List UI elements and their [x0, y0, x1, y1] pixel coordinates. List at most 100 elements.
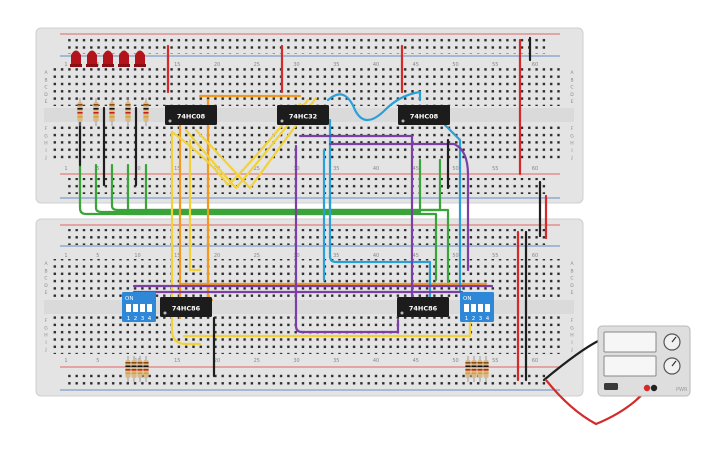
- column-number: 20: [214, 358, 220, 364]
- column-number: 40: [373, 166, 379, 172]
- row-letter: D: [570, 283, 574, 289]
- resistor[interactable]: [483, 356, 489, 382]
- dip-left-pos-2: 2: [134, 316, 138, 322]
- resistor[interactable]: [137, 356, 143, 382]
- dip-left-on-label: ON: [125, 296, 133, 302]
- row-letter: J: [570, 347, 572, 353]
- row-letter: D: [570, 92, 574, 98]
- resistor[interactable]: [109, 98, 115, 126]
- dip-switch-left[interactable]: ON 1 2 3 4: [122, 292, 156, 322]
- chip-bottom-right[interactable]: 74HC86: [397, 297, 449, 317]
- row-letter: B: [570, 268, 573, 274]
- pulldown-resistors-right: [465, 356, 489, 382]
- red-wire-7: [544, 378, 650, 426]
- dip-right-pos-3: 3: [479, 316, 483, 322]
- column-number: 10: [134, 253, 140, 259]
- column-number: 40: [373, 358, 379, 364]
- resistor[interactable]: [471, 356, 477, 382]
- row-letter: G: [570, 133, 574, 139]
- column-number: 5: [96, 253, 99, 259]
- chip-bottom-left[interactable]: 74HC86: [160, 297, 212, 317]
- purple-wire-1: [298, 134, 414, 298]
- resistor[interactable]: [477, 356, 483, 382]
- bottom-power-holes-1: [66, 229, 546, 245]
- led[interactable]: [70, 50, 82, 68]
- column-number: 35: [333, 358, 339, 364]
- column-number: 45: [413, 166, 419, 172]
- row-letter: I: [571, 148, 572, 154]
- resistor[interactable]: [143, 356, 149, 382]
- column-number: 55: [492, 253, 498, 259]
- psu-terminal-positive[interactable]: [643, 384, 651, 392]
- dip-right-on-label: ON: [463, 296, 471, 302]
- pulldown-resistors-left: [125, 356, 149, 382]
- column-number: 50: [452, 62, 458, 68]
- row-letter: D: [44, 283, 48, 289]
- resistor[interactable]: [143, 98, 149, 126]
- psu-power-switch[interactable]: [604, 383, 618, 390]
- column-number: 35: [333, 62, 339, 68]
- column-number: 30: [293, 358, 299, 364]
- row-letter: E: [45, 290, 48, 296]
- row-letter: A: [570, 261, 574, 267]
- row-letter: B: [44, 268, 47, 274]
- green-wire-2: [94, 158, 422, 214]
- top-main-holes-upper: [52, 68, 560, 106]
- row-letter: F: [571, 318, 574, 324]
- column-number: 40: [373, 62, 379, 68]
- row-letter: A: [570, 70, 574, 76]
- led[interactable]: [134, 50, 146, 68]
- column-number: 60: [532, 62, 538, 68]
- led[interactable]: [118, 50, 130, 68]
- resistor[interactable]: [93, 98, 99, 126]
- chip-top-mid[interactable]: 74HC32: [277, 105, 329, 125]
- column-number: 1: [64, 358, 67, 364]
- row-letter: H: [570, 141, 573, 147]
- row-letter: C: [570, 85, 573, 91]
- resistor[interactable]: [125, 356, 131, 382]
- row-letter: F: [571, 126, 574, 132]
- psu-terminal-negative[interactable]: [650, 384, 658, 392]
- psu-display-current: [603, 355, 657, 377]
- top-main-holes-lower: [52, 124, 560, 162]
- row-letter: G: [570, 325, 574, 331]
- led[interactable]: [102, 50, 114, 68]
- blue-wire-3: [438, 118, 462, 292]
- column-number: 30: [293, 62, 299, 68]
- chip-top-left[interactable]: 74HC08: [165, 105, 217, 125]
- top-power-holes-1: [66, 38, 546, 54]
- column-number: 55: [492, 166, 498, 172]
- bottom-power-holes-2: [66, 371, 546, 387]
- dip-left-pos-4: 4: [148, 316, 152, 322]
- column-number: 60: [532, 253, 538, 259]
- resistor[interactable]: [77, 98, 83, 126]
- chip-top-right[interactable]: 74HC08: [398, 105, 450, 125]
- dip-left-pos-1: 1: [127, 316, 131, 322]
- power-supply[interactable]: PWR: [597, 325, 691, 397]
- row-letter: G: [44, 325, 48, 331]
- dip-switch-right[interactable]: ON 1 2 3 4: [460, 292, 494, 322]
- row-letter: J: [44, 347, 46, 353]
- dip-right-toggles[interactable]: [464, 304, 490, 312]
- column-number: 5: [96, 358, 99, 364]
- column-number: 45: [413, 62, 419, 68]
- row-letter: F: [45, 126, 48, 132]
- row-letter: I: [571, 340, 572, 346]
- resistor[interactable]: [125, 98, 131, 126]
- psu-display-voltage: [603, 331, 657, 353]
- resistor[interactable]: [131, 356, 137, 382]
- led[interactable]: [86, 50, 98, 68]
- resistor[interactable]: [465, 356, 471, 382]
- row-letter: H: [44, 141, 47, 147]
- row-letter: C: [570, 276, 573, 282]
- column-number: 25: [254, 62, 260, 68]
- column-number: 15: [174, 253, 180, 259]
- dip-left-toggles[interactable]: [126, 304, 152, 312]
- row-letter: H: [44, 333, 47, 339]
- row-letter: E: [571, 99, 574, 105]
- green-wire-1: [78, 163, 332, 216]
- led-row: [70, 50, 146, 68]
